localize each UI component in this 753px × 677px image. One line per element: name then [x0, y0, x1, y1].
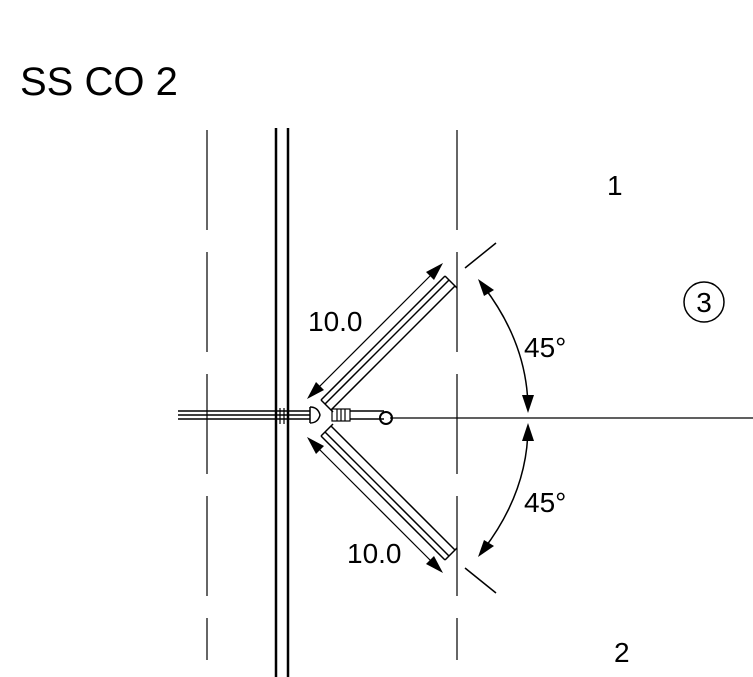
upper-length-dimension [307, 263, 443, 399]
curb-double-line [274, 128, 290, 677]
lower-branch-pipe [320, 423, 458, 561]
angle-arcs [478, 279, 534, 557]
upper-angle-label: 45° [524, 332, 566, 363]
arc-arrow-upper-center [522, 395, 534, 413]
arc-arrow-upper-end [478, 279, 494, 296]
main-pipe [178, 408, 310, 424]
lower-length-dimension [307, 437, 443, 573]
upper-length-label: 10.0 [308, 306, 363, 337]
arc-arrow-lower-end [478, 540, 494, 557]
drawing-title: SS CO 2 [20, 60, 178, 104]
arc-arrow-lower-center [522, 423, 534, 441]
dashed-lane-lines [206, 130, 458, 660]
angle-extension-lines [464, 242, 497, 594]
lower-length-label: 10.0 [347, 538, 402, 569]
area-label-upper: 1 [607, 170, 623, 201]
area-label-lower: 2 [614, 637, 630, 668]
cleanout-fitting [309, 406, 393, 425]
upper-branch-pipe [320, 275, 458, 413]
lower-angle-label: 45° [524, 487, 566, 518]
detail-tag-number: 3 [696, 287, 712, 318]
detail-tag: 3 [683, 281, 725, 323]
